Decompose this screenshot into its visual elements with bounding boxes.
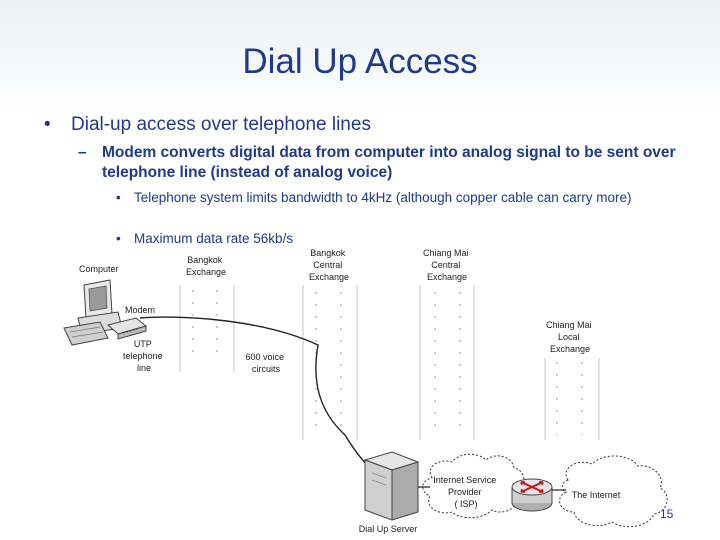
- chiangmai-central-label: Chiang Mai Central Exchange: [423, 248, 471, 282]
- utp-label-line1: UTP: [134, 339, 152, 349]
- chiangmai-central-label-line1: Chiang Mai: [423, 248, 469, 258]
- dial-up-server-icon: [365, 452, 418, 520]
- isp-label-line3: ( ISP): [454, 499, 477, 509]
- chiangmai-central-column: [420, 285, 474, 440]
- bangkok-exchange-label: Bangkok Exchange: [186, 255, 226, 277]
- bangkok-exchange-label-line2: Exchange: [186, 267, 226, 277]
- chiangmai-central-label-line2: Central: [431, 260, 460, 270]
- chiangmai-central-label-line3: Exchange: [427, 272, 467, 282]
- utp-label-line2: telephone: [123, 351, 163, 361]
- bangkok-central-label-line3: Exchange: [309, 272, 349, 282]
- voice-circuits-label-line2: circuits: [252, 364, 281, 374]
- bangkok-central-label: Bangkok Central Exchange: [309, 248, 349, 282]
- isp-label-line2: Provider: [448, 487, 482, 497]
- voice-circuits-label-line1: 600 voice: [245, 352, 284, 362]
- chiangmai-local-column: [545, 358, 599, 440]
- bangkok-central-label-line1: Bangkok: [310, 248, 346, 258]
- bangkok-exchange-label-line1: Bangkok: [187, 255, 223, 265]
- modem-label: Modem: [125, 305, 155, 315]
- router-icon: [512, 479, 552, 511]
- utp-label-line3: line: [137, 363, 151, 373]
- chiangmai-local-label-line3: Exchange: [550, 344, 590, 354]
- voice-circuits-label: 600 voice circuits: [245, 352, 286, 374]
- computer-label: Computer: [79, 264, 119, 274]
- dial-up-server-label: Dial Up Server: [359, 524, 418, 534]
- chiangmai-local-label-line1: Chiang Mai: [546, 320, 592, 330]
- chiangmai-local-label: Chiang Mai Local Exchange: [546, 320, 594, 354]
- bangkok-central-label-line2: Central: [313, 260, 342, 270]
- isp-label-line1: Internet Service: [433, 475, 496, 485]
- internet-label: The Internet: [572, 490, 621, 500]
- page-number: 15: [660, 507, 673, 521]
- utp-label: UTP telephone line: [123, 339, 165, 373]
- telephone-line: [140, 317, 385, 485]
- chiangmai-local-label-line2: Local: [558, 332, 580, 342]
- computer-icon: [64, 280, 122, 345]
- bangkok-exchange-column: [180, 285, 234, 372]
